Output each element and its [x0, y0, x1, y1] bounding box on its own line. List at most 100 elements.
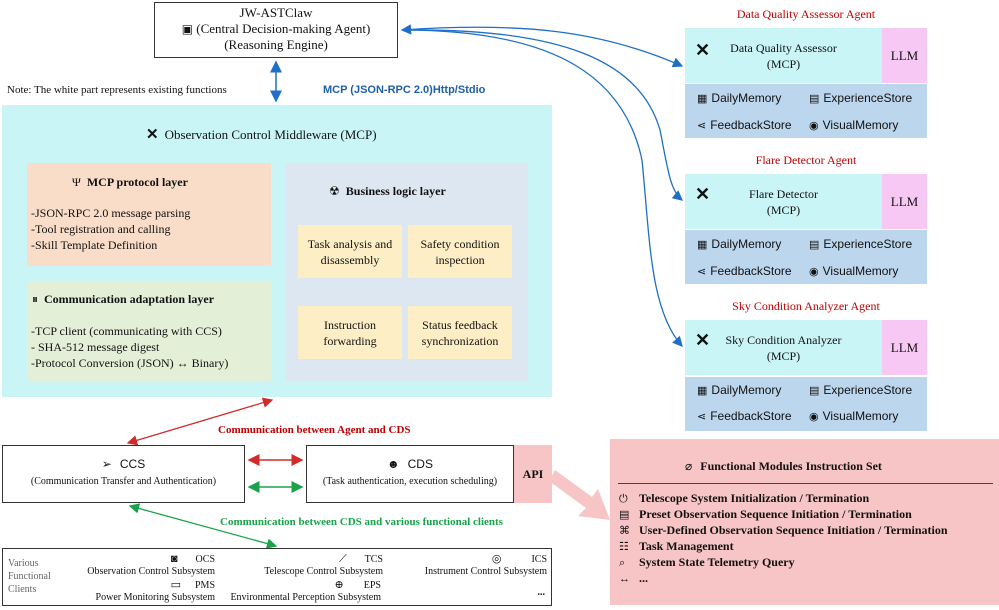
book-icon: ▤ — [809, 239, 820, 251]
biohazard-icon: ☢ — [329, 184, 340, 198]
eye-icon: ◉ — [809, 266, 819, 278]
task-box-safety: Safety condition inspection — [408, 225, 512, 278]
agent-title-dqa: Data Quality Assessor Agent — [736, 7, 876, 21]
client-name: Telescope Control Subsystem — [264, 566, 383, 577]
arrow-api-modules — [549, 470, 610, 520]
agent-mcp: (MCP) — [766, 348, 801, 363]
instrument-icon: ◎ — [491, 553, 502, 565]
client-code: PMS — [194, 580, 215, 591]
eye-icon: ◉ — [809, 411, 819, 423]
module-item-text: Telescope System Initialization / Termin… — [639, 491, 870, 505]
cds-title: CDS — [407, 457, 433, 471]
module-item-text: User-Defined Observation Sequence Initia… — [639, 523, 948, 537]
memory-item: FeedbackStore — [710, 118, 792, 132]
globe-icon: ⊕ — [334, 579, 344, 591]
module-item-text: ... — [639, 571, 648, 585]
llm-badge: LLM — [882, 28, 927, 83]
memory-panel-flare: ▦DailyMemory ▤ExperienceStore ⋖FeedbackS… — [685, 230, 927, 284]
calendar-icon: ▦ — [697, 385, 708, 397]
agent-name: Flare Detector — [749, 186, 818, 201]
module-item: ⌘ User-Defined Observation Sequence Initi… — [619, 523, 948, 538]
code-icon: ⌘ — [619, 525, 630, 537]
comm-item: - SHA-512 message digest — [31, 340, 160, 354]
client-name: Instrument Control Subsystem — [424, 566, 547, 577]
memory-panel-sky: ▦DailyMemory ▤ExperienceStore ⋖FeedbackS… — [685, 377, 927, 431]
protocol-item: -Tool registration and calling — [31, 222, 171, 236]
module-item: ☷Task Management — [619, 539, 734, 554]
book-icon: ▤ — [809, 93, 820, 105]
protocol-item: -JSON-RPC 2.0 message parsing — [31, 206, 191, 220]
task-box-analysis: Task analysis and disassembly — [298, 225, 402, 278]
memory-item: ExperienceStore — [823, 91, 913, 105]
module-item: ⌕ System State Telemetry Query — [619, 555, 795, 570]
tools-icon: ✕ — [695, 40, 711, 60]
task-box-feedback: Status feedback synchronization — [408, 306, 512, 359]
memory-item: ExperienceStore — [823, 237, 913, 251]
client-name: Environmental Perception Subsystem — [230, 592, 381, 603]
label-cds-clients: Communication between CDS and various fu… — [220, 516, 503, 528]
central-agent-engine: (Reasoning Engine) — [224, 37, 328, 52]
central-agent-title: JW-ASTClaw — [239, 5, 313, 20]
memory-item: DailyMemory — [711, 383, 782, 397]
task-box-forwarding: Instruction forwarding — [298, 306, 402, 359]
module-item: ⏻ Telescope System Initialization / Termi… — [619, 491, 869, 506]
camera-icon: ◙ — [170, 553, 178, 565]
agent-name: Data Quality Assessor — [730, 40, 837, 55]
ccs-subtitle: (Communication Transfer and Authenticati… — [30, 476, 217, 487]
tools-icon: ✕ — [146, 127, 159, 143]
head-icon: ☻ — [387, 457, 400, 471]
business-layer-title: Business logic layer — [345, 184, 446, 198]
search-icon: ⌕ — [619, 557, 626, 569]
memory-item: DailyMemory — [711, 91, 782, 105]
llm-badge: LLM — [882, 320, 927, 375]
battery-icon: ▭ — [170, 579, 181, 591]
comm-item: -TCP client (communicating with CCS) — [31, 324, 222, 338]
eye-icon: ◉ — [809, 120, 819, 132]
agent-mcp: (MCP) — [766, 202, 801, 217]
client-code: TCS — [364, 554, 383, 565]
label-agent-cds: Communication between Agent and CDS — [218, 424, 411, 436]
calendar-icon: ▦ — [697, 93, 708, 105]
paperclip-icon: ⌀ — [685, 459, 693, 473]
memory-item: VisualMemory — [822, 264, 899, 278]
protocol-layer-title: MCP protocol layer — [86, 175, 188, 189]
plug-icon: ⏸ — [32, 292, 39, 306]
memory-item: DailyMemory — [711, 237, 782, 251]
client-code: EPS — [363, 580, 381, 591]
client-ocs: ◙OCS Observation Control Subsystem — [87, 553, 215, 578]
power-icon: ⏻ — [619, 493, 628, 505]
module-item: ▤Preset Observation Sequence Initiation … — [619, 507, 912, 522]
memory-item: FeedbackStore — [710, 409, 792, 423]
memory-panel-dqa: ▦DailyMemory ▤ExperienceStore ⋖FeedbackS… — [685, 84, 927, 138]
modules-title: ⌀ Functional Modules Instruction Set — [685, 459, 882, 474]
memory-item: FeedbackStore — [710, 264, 792, 278]
mcp-protocol-label: MCP (JSON-RPC 2.0)Http/Stdio — [323, 84, 486, 96]
communication-layer: ⏸Communication adaptation layer -TCP cli… — [27, 281, 271, 381]
arrows-icon: ↔ — [619, 573, 630, 585]
modules-title-text: Functional Modules Instruction Set — [700, 459, 882, 473]
clients-panel: Various Functional Clients ◙OCS Observat… — [2, 548, 552, 606]
clients-label: Various Functional Clients — [8, 557, 51, 596]
agent-head-sky: ✕ Sky Condition Analyzer(MCP) — [685, 320, 882, 375]
agent-mcp: (MCP) — [766, 56, 801, 71]
module-item-text: Preset Observation Sequence Initiation /… — [639, 507, 912, 521]
api-badge: API — [514, 445, 552, 503]
cds-box: ☻ CDS (Task authentication, execution sch… — [306, 445, 514, 503]
business-layer: ☢ Business logic layer Task analysis and … — [285, 163, 528, 381]
agent-chip-icon: ▣ — [181, 22, 194, 36]
book-icon: ▤ — [809, 385, 820, 397]
llm-badge: LLM — [882, 174, 927, 229]
module-item-text: System State Telemetry Query — [639, 555, 795, 569]
protocol-item: -Skill Template Definition — [31, 238, 158, 252]
ccs-title: CCS — [119, 457, 146, 471]
module-item-text: Task Management — [639, 539, 734, 553]
arrow-agent-dqa — [400, 24, 684, 68]
ccs-box: ➢ CCS (Communication Transfer and Authent… — [2, 445, 245, 503]
send-icon: ➢ — [101, 457, 112, 471]
tools-icon: ✕ — [695, 184, 711, 204]
modules-divider — [618, 483, 993, 484]
memory-item: VisualMemory — [822, 118, 899, 132]
memory-item: VisualMemory — [822, 409, 899, 423]
cds-subtitle: (Task authentication, execution scheduli… — [322, 476, 498, 487]
client-code: ICS — [531, 554, 547, 565]
